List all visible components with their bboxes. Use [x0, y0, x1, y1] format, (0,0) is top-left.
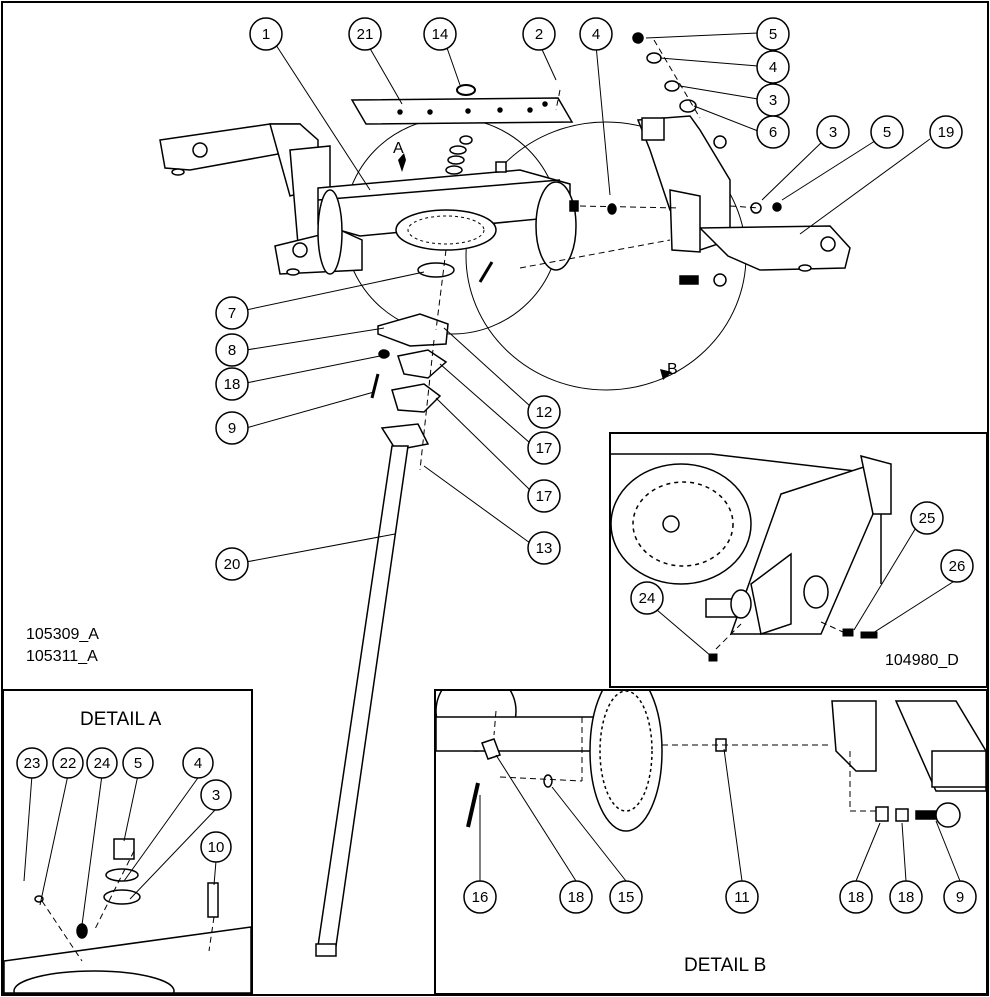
- top-plate: [350, 97, 574, 125]
- detail-c-balloon-label: 24: [639, 590, 656, 607]
- detail-a-balloon-label: 3: [212, 787, 220, 804]
- assembly-lines: [419, 39, 761, 471]
- detail-b-balloon-circle: [725, 880, 759, 914]
- detail-b-balloon-label: 18: [898, 889, 915, 906]
- detail-bracket-drawing-number: 104980_D: [885, 652, 959, 669]
- detail-a-balloon-circle: [200, 831, 232, 863]
- detail-a-balloon-label: 5: [134, 755, 142, 772]
- drawing-number-2: 105311_A: [26, 648, 98, 665]
- right-bracket-parts: [607, 32, 782, 287]
- detail-bracket-frame: 25 26 24 104980_D: [609, 432, 988, 688]
- center-hardware: [370, 135, 579, 451]
- detail-b-balloon-circle: [463, 880, 497, 914]
- arrow-a: [398, 153, 406, 172]
- detail-b-balloon-circle: [889, 880, 923, 914]
- leader-lines: [245, 32, 931, 563]
- detail-c-balloon-circle: [630, 581, 664, 615]
- detail-a-balloon-circle: [200, 779, 232, 811]
- detail-b-balloon-circle: [943, 880, 977, 914]
- detail-a-balloon-label: 22: [60, 755, 77, 772]
- detail-c-balloon-label: 26: [949, 558, 966, 575]
- detail-a-balloon-circle: [16, 747, 48, 779]
- detail-c-balloon-circle: [940, 549, 974, 583]
- view-letter-a: A: [393, 140, 404, 157]
- detail-b-title: DETAIL B: [684, 955, 767, 976]
- detail-a-balloon-label: 4: [194, 755, 202, 772]
- detail-b-balloon-label: 18: [848, 889, 865, 906]
- detail-b-drawing: 16 18 15 11 18 18 9: [436, 691, 986, 914]
- detail-b-frame: DETAIL B: [434, 689, 988, 995]
- detail-b-balloon-label: 18: [568, 889, 585, 906]
- detail-a-balloon-label: 23: [24, 755, 41, 772]
- arrow-b: [660, 369, 672, 380]
- right-ring-plate: [535, 181, 577, 271]
- detail-b-balloon-label: 9: [956, 889, 964, 906]
- detail-b-balloon-circle: [559, 880, 593, 914]
- detail-a-drawing: 23 22 24 5 43 10: [4, 747, 251, 993]
- detail-a-balloon-circle: [52, 747, 84, 779]
- detail-a-balloon-circle: [122, 747, 154, 779]
- left-ring-plate: [317, 189, 343, 275]
- detail-b-balloon-label: 11: [734, 889, 750, 906]
- detail-c-balloon-label: 25: [919, 510, 936, 527]
- frame-feet: [171, 135, 836, 276]
- washer-14: [456, 84, 476, 96]
- detail-b-balloon-circle: [609, 880, 643, 914]
- main-frame: [159, 115, 851, 275]
- detail-a-balloon-circle: [86, 747, 118, 779]
- drawing-number-1: 105309_A: [26, 626, 99, 643]
- detail-bracket-drawing: 25 26 24: [611, 453, 974, 662]
- detail-b-balloon-label: 15: [618, 889, 635, 906]
- detail-a-frame: DETAIL A: [2, 689, 253, 995]
- detail-b-balloon-circle: [839, 880, 873, 914]
- detail-b-balloon-label: 16: [472, 889, 489, 906]
- detail-a-balloon-circle: [182, 747, 214, 779]
- detail-a-balloon-label: 10: [208, 839, 225, 856]
- long-tube: [315, 445, 409, 957]
- view-letter-b: B: [667, 361, 678, 378]
- detail-c-balloon-circle: [910, 501, 944, 535]
- detail-a-balloon-label: 24: [94, 755, 111, 772]
- detail-a-title: DETAIL A: [80, 709, 162, 730]
